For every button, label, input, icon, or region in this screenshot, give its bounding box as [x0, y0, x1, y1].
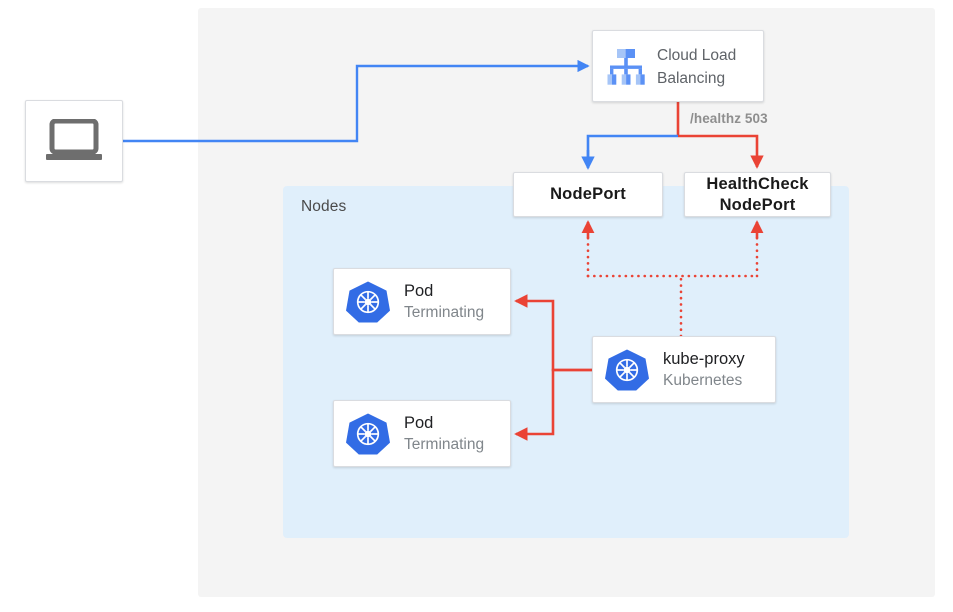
edge-kubeproxy-to-pod-1	[514, 294, 592, 372]
pod-name-1: Pod	[404, 281, 434, 300]
kube-proxy-status: Kubernetes	[663, 371, 743, 389]
pod-name-2: Pod	[404, 413, 434, 432]
cloud-load-balancing-label-line2: Balancing	[657, 70, 726, 87]
laptop-icon	[46, 119, 102, 160]
healthcheck-nodeport-label-line2: NodePort	[719, 195, 796, 214]
edge-lb-to-nodeport	[586, 134, 678, 167]
pod-text-1: Pod Terminating	[404, 281, 484, 323]
edge-kubeproxy-to-pod-2	[514, 368, 592, 441]
healthcheck-nodeport-label-line1: HealthCheck	[706, 174, 809, 193]
pod-status-1: Terminating	[404, 303, 485, 321]
kube-proxy-text: kube-proxy Kubernetes	[663, 349, 745, 391]
cloud-load-balancing-label: Cloud Load Balancing	[657, 44, 761, 90]
nodes-region-label: Nodes	[301, 198, 347, 215]
healthcheck-nodeport-label: HealthCheck NodePort	[706, 174, 808, 216]
kubernetes-icon	[346, 413, 390, 454]
pod-text-2: Pod Terminating	[404, 413, 484, 455]
edge-lb-to-healthcheck	[678, 134, 764, 169]
nodeport-label: NodePort	[550, 185, 626, 203]
pod-node-1: Pod Terminating	[333, 268, 511, 335]
healthz-annotation: /healthz 503	[690, 111, 768, 126]
pod-node-2: Pod Terminating	[333, 400, 511, 467]
kube-proxy-node: kube-proxy Kubernetes	[592, 336, 776, 403]
kubernetes-icon	[346, 281, 390, 322]
kubernetes-icon	[605, 349, 649, 390]
cloud-load-balancing-node: Cloud Load Balancing	[592, 30, 764, 102]
client-node	[25, 100, 123, 182]
kube-proxy-name: kube-proxy	[663, 349, 745, 368]
nodeport-node: NodePort	[513, 172, 663, 217]
edge-client-to-lb	[123, 59, 590, 143]
pod-status-2: Terminating	[404, 435, 485, 453]
cloud-load-balancing-icon	[607, 49, 645, 85]
healthcheck-nodeport-node: HealthCheck NodePort	[684, 172, 831, 217]
cloud-load-balancing-label-line1: Cloud Load	[657, 47, 737, 64]
